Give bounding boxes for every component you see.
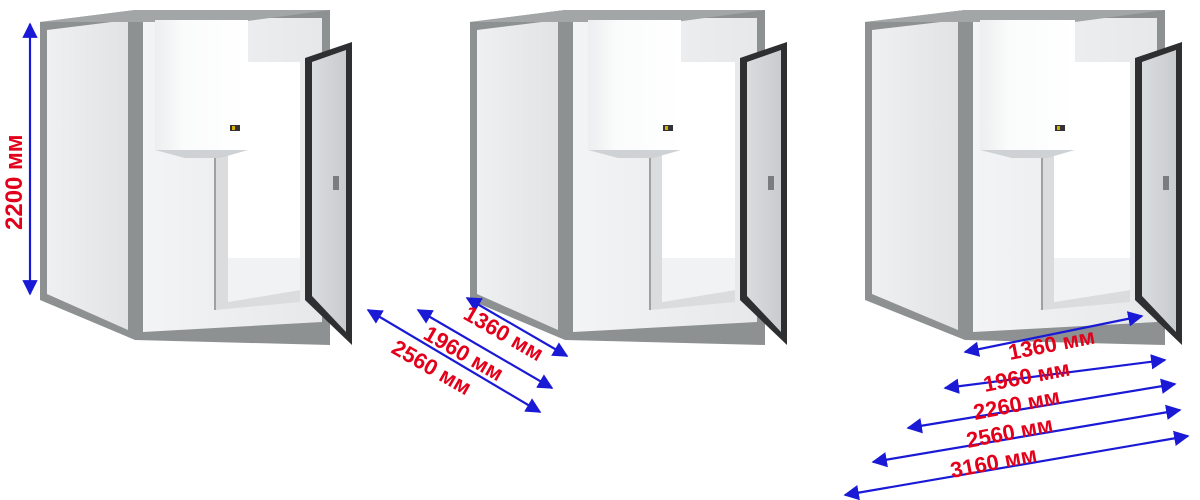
height-label: 2200 мм [1,134,28,230]
height-dimension: 2200 мм [1,22,38,296]
refrigeration-unit [155,20,248,158]
middle-cold-room [470,10,787,345]
refrigeration-unit [980,20,1075,158]
left-cold-room [40,10,352,345]
right-cold-room [865,10,1182,345]
refrigeration-unit [588,20,681,158]
